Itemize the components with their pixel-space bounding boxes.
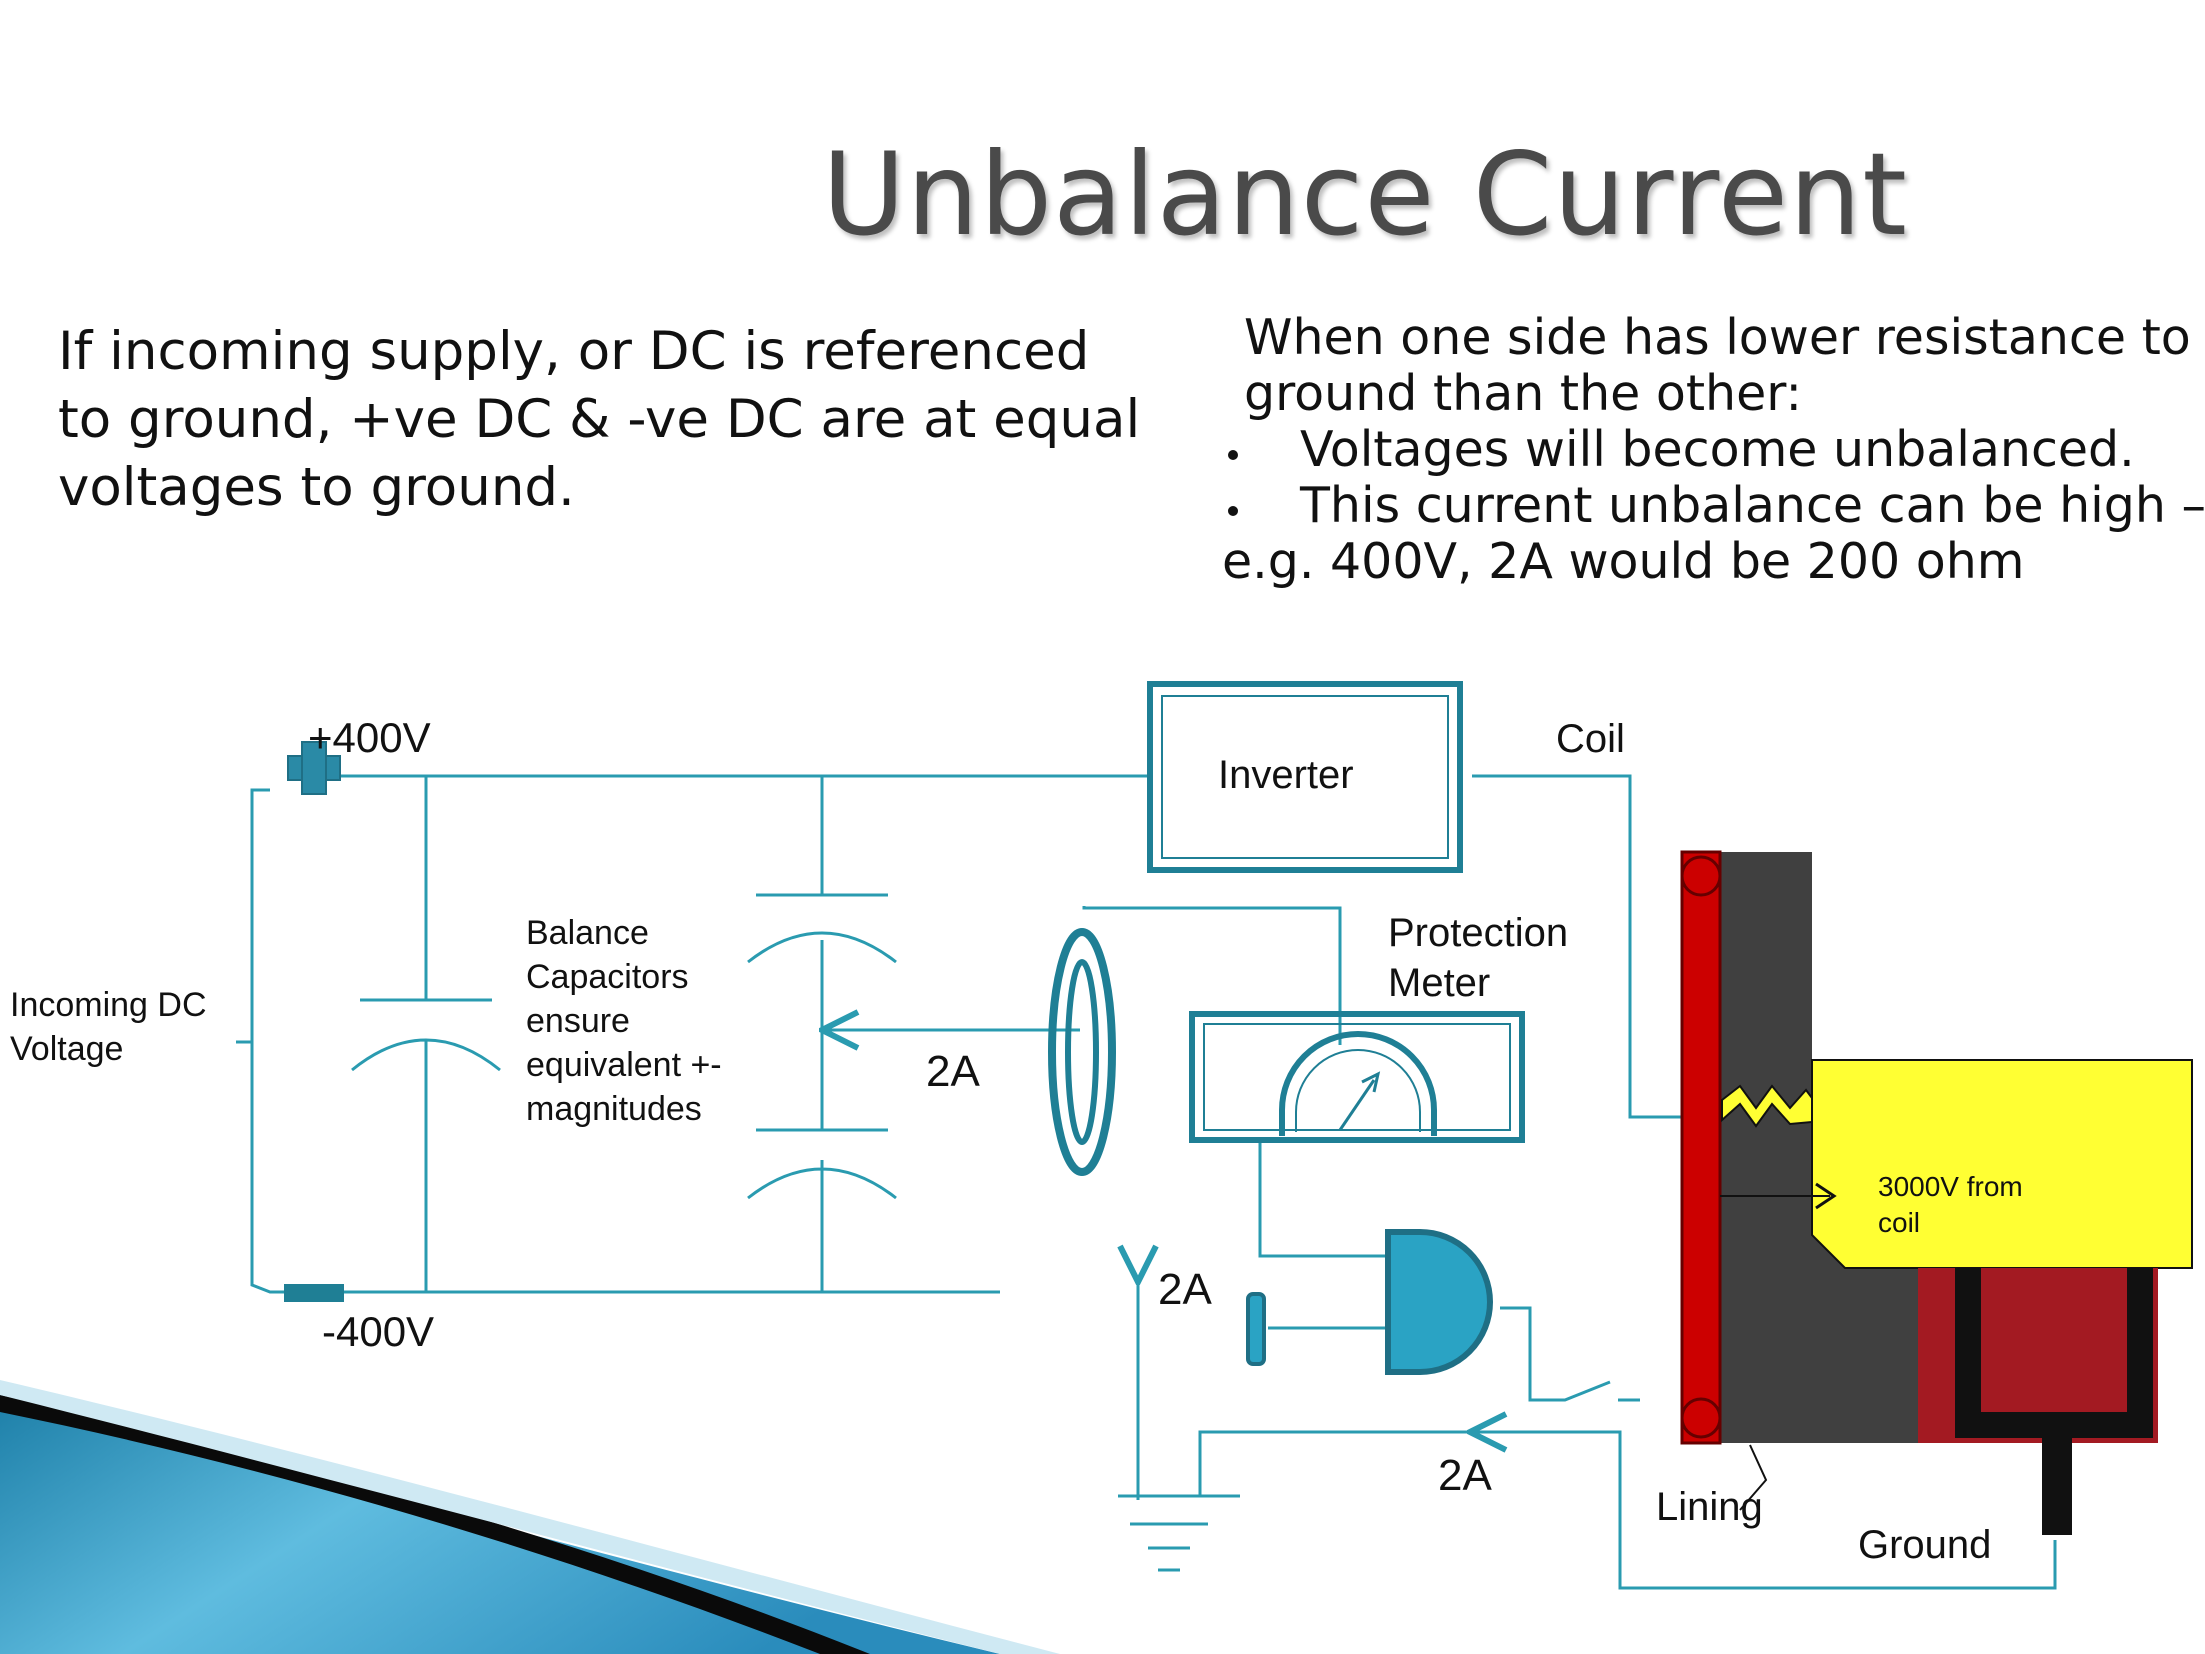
relay-switch-wire xyxy=(1500,1306,1640,1402)
meter-relay-wire xyxy=(1258,1140,1400,1258)
ground-label: Ground xyxy=(1858,1523,1991,1567)
current-label: 2A xyxy=(926,1047,980,1096)
incoming-supply-bracket xyxy=(236,788,285,1294)
capacitor-upper xyxy=(747,776,897,964)
bullet-item: This current unbalance can be high – xyxy=(1222,478,2205,534)
positive-voltage-label: +400V xyxy=(308,714,431,761)
right-intro-line: When one side has lower resistance to xyxy=(1244,309,2191,366)
ground-return-bottom-wire xyxy=(1198,1430,2057,1590)
protection-meter-label: Protection xyxy=(1388,911,1568,955)
plus-terminal-icon xyxy=(287,741,341,795)
induction-furnace-illustration xyxy=(1680,850,2193,1535)
left-line: to ground, +ve DC & -ve DC are at equal xyxy=(58,389,1141,450)
protection-meter-label: Meter xyxy=(1388,961,1490,1005)
slide-title: Unbalance Current xyxy=(822,128,1908,261)
current-label: 2A xyxy=(1438,1451,1492,1500)
right-intro-line: ground than the other: xyxy=(1244,365,1803,422)
minus-terminal-icon xyxy=(284,1284,344,1302)
right-paragraph: When one side has lower resistance to gr… xyxy=(1222,309,2205,590)
bullet-item: Voltages will become unbalanced. xyxy=(1222,422,2202,478)
inverter-label: Inverter xyxy=(1218,753,1354,797)
balance-capacitors-label: Capacitors xyxy=(526,958,689,996)
left-paragraph: If incoming supply, or DC is referenced … xyxy=(58,318,1198,522)
coil-voltage-label: coil xyxy=(1878,1207,1920,1238)
lining-label: Lining xyxy=(1656,1485,1763,1529)
meter-signal-wire xyxy=(1082,906,1342,1045)
left-line: If incoming supply, or DC is referenced xyxy=(58,321,1090,382)
balance-capacitors-label: magnitudes xyxy=(526,1090,702,1128)
coil-wire xyxy=(1472,774,1682,1119)
balance-capacitors-label: equivalent +- xyxy=(526,1046,722,1084)
right-tail-line: e.g. 400V, 2A would be 200 ohm xyxy=(1222,533,2025,590)
ground-symbol xyxy=(1118,1494,1240,1572)
decorative-swoosh xyxy=(0,1380,1060,1654)
coil-label: Coil xyxy=(1556,717,1625,761)
current-transformer-icon xyxy=(1048,928,1116,1176)
capacitor-lower xyxy=(747,940,897,1292)
balance-capacitors-label: ensure xyxy=(526,1002,630,1040)
inverter-box xyxy=(1147,681,1463,873)
capacitor-left xyxy=(351,776,501,1292)
current-label: 2A xyxy=(1158,1265,1212,1314)
incoming-dc-label: Incoming DC xyxy=(10,986,207,1024)
protection-meter-icon xyxy=(1189,1011,1525,1143)
negative-voltage-label: -400V xyxy=(322,1308,434,1355)
incoming-dc-label: Voltage xyxy=(10,1030,123,1068)
left-line: voltages to ground. xyxy=(58,457,575,518)
balance-capacitors-label: Balance xyxy=(526,914,649,952)
relay-icon xyxy=(1246,1229,1493,1375)
coil-voltage-label: 3000V from xyxy=(1878,1171,2023,1202)
